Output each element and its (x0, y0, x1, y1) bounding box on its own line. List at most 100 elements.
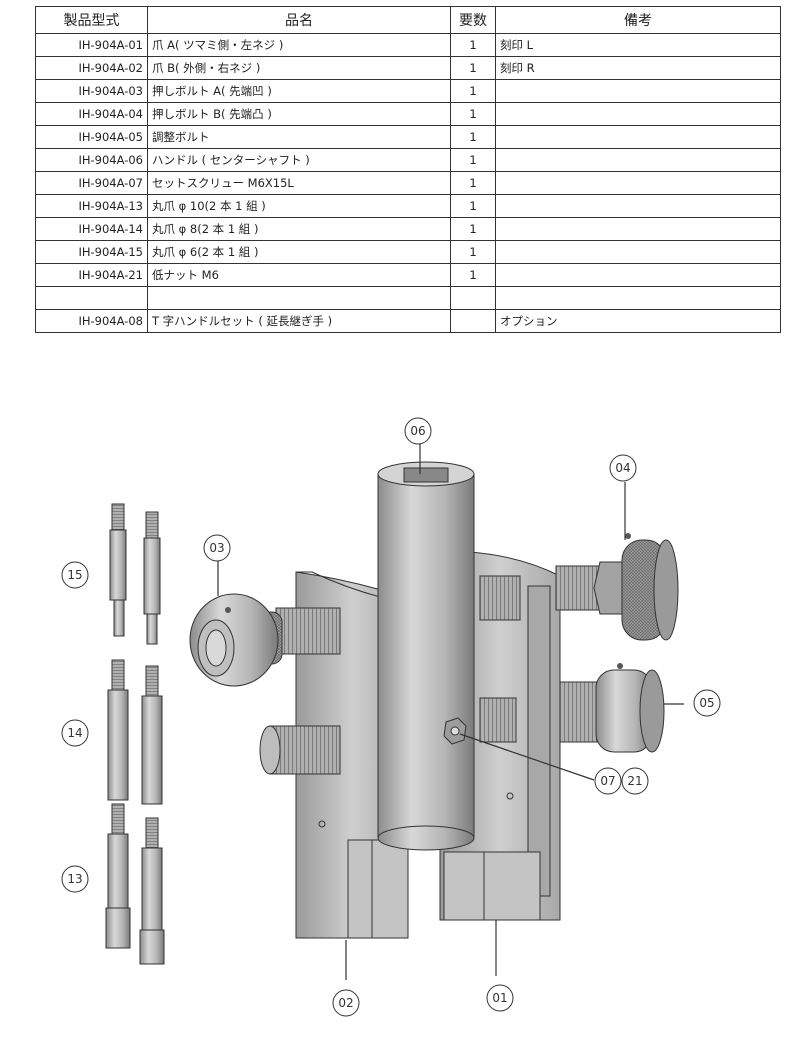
cell-model: IH-904A-02 (35, 56, 148, 80)
svg-text:01: 01 (492, 991, 507, 1005)
thread-rod-upper (479, 575, 521, 621)
callout-04: 04 (609, 454, 637, 482)
cell-name (147, 286, 451, 310)
cell-note (495, 217, 781, 241)
cell-note (495, 171, 781, 195)
cell-qty (450, 286, 496, 310)
svg-text:03: 03 (209, 541, 224, 555)
cell-model: IH-904A-06 (35, 148, 148, 172)
cell-name: 調整ボルト (147, 125, 451, 149)
cell-model: IH-904A-07 (35, 171, 148, 195)
header-note: 備考 (495, 6, 781, 34)
cell-model: IH-904A-08 (35, 309, 148, 333)
cell-name: 爪 B( 外側・右ネジ ) (147, 56, 451, 80)
cell-note (495, 102, 781, 126)
cell-model: IH-904A-03 (35, 79, 148, 103)
cell-qty: 1 (450, 102, 496, 126)
cell-name: 丸爪 φ 8(2 本 1 組 ) (147, 217, 451, 241)
push-bolt-a (189, 593, 283, 687)
svg-text:06: 06 (410, 424, 425, 438)
cell-name: セットスクリュー M6X15L (147, 171, 451, 195)
cell-model: IH-904A-04 (35, 102, 148, 126)
cell-name: 低ナット M6 (147, 263, 451, 287)
cell-name: 爪 A( ツマミ側・左ネジ ) (147, 33, 451, 57)
cell-qty: 1 (450, 217, 496, 241)
thread-rod-lower (479, 697, 517, 743)
cell-model: IH-904A-15 (35, 240, 148, 264)
svg-text:07: 07 (600, 774, 615, 788)
cell-note (495, 240, 781, 264)
cell-note (495, 148, 781, 172)
cell-model: IH-904A-01 (35, 33, 148, 57)
cell-qty: 1 (450, 125, 496, 149)
header-name: 品名 (147, 6, 451, 34)
center-shaft (377, 461, 475, 851)
table-header-row: 製品型式 品名 要数 備考 (35, 6, 781, 34)
svg-text:15: 15 (67, 568, 82, 582)
callout-02: 02 (332, 989, 360, 1017)
callout-13: 13 (61, 865, 89, 893)
round-jaw-15-pair (109, 503, 161, 645)
cell-name: 丸爪 φ 6(2 本 1 組 ) (147, 240, 451, 264)
header-model: 製品型式 (35, 6, 148, 34)
set-screw-and-nut (443, 717, 467, 745)
cell-note: 刻印 R (495, 56, 781, 80)
cell-qty: 1 (450, 194, 496, 218)
round-jaw-13-pair (105, 803, 165, 965)
callout-01: 01 (486, 984, 514, 1012)
cell-qty: 1 (450, 33, 496, 57)
round-jaw-14-pair (107, 659, 163, 805)
exploded-parts-drawing: 06 04 03 15 05 14 07 21 13 02 01 (61, 417, 721, 1017)
thread-rod-03 (275, 607, 341, 655)
cell-model: IH-904A-21 (35, 263, 148, 287)
callout-15: 15 (61, 561, 89, 589)
svg-text:14: 14 (67, 726, 82, 740)
cell-note (495, 125, 781, 149)
cell-name: 丸爪 φ 10(2 本 1 組 ) (147, 194, 451, 218)
cell-model: IH-904A-05 (35, 125, 148, 149)
svg-text:05: 05 (699, 696, 714, 710)
cell-note (495, 263, 781, 287)
cell-note (495, 79, 781, 103)
cell-note (495, 194, 781, 218)
leader-lines (217, 444, 684, 980)
svg-text:04: 04 (615, 461, 630, 475)
cell-qty: 1 (450, 263, 496, 287)
cell-model (35, 286, 148, 310)
cell-name: 押しボルト A( 先端凹 ) (147, 79, 451, 103)
cell-qty: 1 (450, 79, 496, 103)
svg-text:02: 02 (338, 996, 353, 1010)
callout-21: 21 (621, 767, 649, 795)
cell-note (495, 286, 781, 310)
callout-07: 07 (594, 767, 622, 795)
cell-name: T 字ハンドルセット ( 延長継ぎ手 ) (147, 309, 451, 333)
cell-name: 押しボルト B( 先端凸 ) (147, 102, 451, 126)
cell-qty: 1 (450, 240, 496, 264)
cell-qty: 1 (450, 56, 496, 80)
callout-14: 14 (61, 719, 89, 747)
cell-qty (450, 309, 496, 333)
adjust-bolt (559, 663, 665, 753)
cell-note: オプション (495, 309, 781, 333)
callout-03: 03 (203, 534, 231, 562)
svg-text:13: 13 (67, 872, 82, 886)
cell-qty: 1 (450, 148, 496, 172)
cell-note: 刻印 L (495, 33, 781, 57)
cell-model: IH-904A-13 (35, 194, 148, 218)
table-row (35, 286, 781, 310)
push-bolt-b (555, 533, 679, 641)
cell-qty: 1 (450, 171, 496, 195)
header-qty: 要数 (450, 6, 496, 34)
